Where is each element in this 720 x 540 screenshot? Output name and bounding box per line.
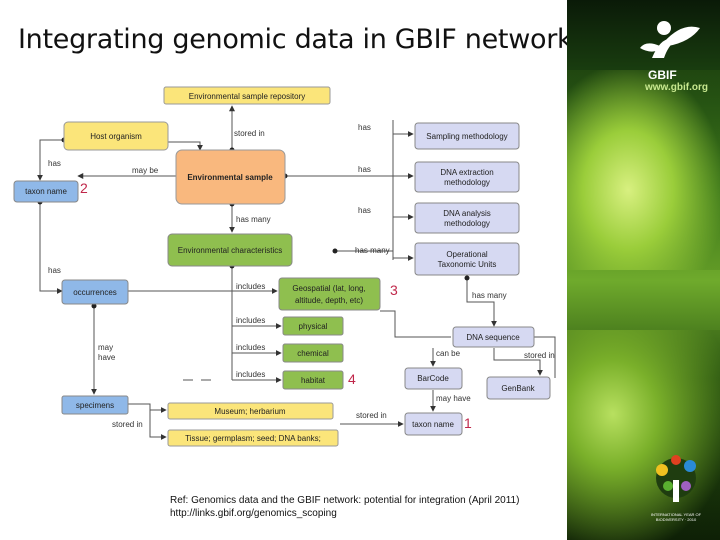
slide-title: Integrating genomic data in GBIF network xyxy=(18,24,573,55)
hourglass-photo xyxy=(567,0,720,540)
marker-2: 2 xyxy=(80,180,88,196)
iyb-logo-text: INTERNATIONAL YEAR OF BIODIVERSITY · 201… xyxy=(650,512,702,522)
node-env-repo xyxy=(163,86,331,105)
label-museum: Museum; herbarium xyxy=(214,407,285,416)
label-tissue: Tissue; germplasm; seed; DNA banks; xyxy=(185,434,321,443)
label-dna-sequence: DNA sequence xyxy=(466,333,520,342)
gbif-logo-name: GBIF xyxy=(648,68,677,82)
hourglass-upper-glow xyxy=(567,70,720,270)
edge-label-stored-in-spec: stored in xyxy=(112,420,143,429)
label-taxon-name-1: taxon name xyxy=(25,187,67,196)
marker-4: 4 xyxy=(348,371,356,387)
node-env-sample xyxy=(175,149,286,205)
label-env-characteristics: Environmental characteristics xyxy=(178,246,282,255)
label-habitat: habitat xyxy=(301,376,326,385)
node-host-organism xyxy=(63,121,169,151)
node-dna-extraction xyxy=(414,161,520,193)
node-sampling-methodology xyxy=(414,122,520,150)
label-barcode: BarCode xyxy=(417,374,449,383)
edge-label-has-3: has xyxy=(358,206,371,215)
node-dna-analysis xyxy=(414,202,520,234)
edge-label-has-left: has xyxy=(48,159,61,168)
diagram-nodes xyxy=(13,86,551,447)
label-dna-analysis-2: methodology xyxy=(444,219,490,228)
edge-label-stored-in: stored in xyxy=(234,129,265,138)
node-taxon-name-2 xyxy=(404,412,463,436)
label-sampling: Sampling methodology xyxy=(426,132,507,141)
node-dna-sequence xyxy=(452,326,535,348)
edge-label-includes-3: includes xyxy=(236,343,265,352)
edge-label-stored-in-tissue: stored in xyxy=(356,411,387,420)
node-taxon-name-1 xyxy=(13,180,79,203)
label-taxon-name-2: taxon name xyxy=(412,420,454,429)
reference-link[interactable]: http://links.gbif.org/genomics_scoping xyxy=(170,508,337,519)
label-chemical: chemical xyxy=(297,349,329,358)
label-env-repo: Environmental sample repository xyxy=(189,92,306,101)
label-dna-extraction-2: methodology xyxy=(444,178,490,187)
marker-3: 3 xyxy=(390,282,398,298)
edge-label-has-many-env: has many xyxy=(236,215,271,224)
label-occurrences: occurrences xyxy=(73,288,117,297)
edge-label-has-2: has xyxy=(358,165,371,174)
label-env-sample: Environmental sample xyxy=(187,173,273,182)
label-dna-analysis-1: DNA analysis xyxy=(443,209,491,218)
label-dna-extraction-1: DNA extraction xyxy=(440,168,493,177)
label-otu-2: Taxonomic Units xyxy=(438,260,497,269)
data-model-diagram: Environmental sample repository Host org… xyxy=(13,86,556,447)
label-otu-1: Operational xyxy=(446,250,488,259)
node-physical xyxy=(282,316,344,336)
iyb-tree-logo-icon xyxy=(656,455,696,502)
node-occurrences xyxy=(61,279,129,305)
label-geospatial-2: altitude, depth, etc) xyxy=(295,296,363,305)
node-tissue xyxy=(167,429,339,447)
node-museum xyxy=(167,402,334,420)
edge-label-includes-2: includes xyxy=(236,316,265,325)
label-specimens: specimens xyxy=(76,401,114,410)
edge-label-has-1: has xyxy=(358,123,371,132)
label-host-organism: Host organism xyxy=(90,132,142,141)
gbif-logo-icon xyxy=(640,21,700,58)
edge-label-have: have xyxy=(98,353,116,362)
reference-note: Ref: Genomics data and the GBIF network:… xyxy=(170,494,519,520)
edge-label-has-left-2: has xyxy=(48,266,61,275)
node-specimens xyxy=(61,395,129,415)
edge-label-may-be: may be xyxy=(132,166,159,175)
gbif-logo-url[interactable]: www.gbif.org xyxy=(645,82,708,93)
label-geospatial-1: Geospatial (lat, long, xyxy=(292,284,365,293)
edge-label-can-be: can be xyxy=(436,349,461,358)
node-otu xyxy=(414,242,520,276)
edge-label-includes-1: includes xyxy=(236,282,265,291)
node-geospatial xyxy=(278,277,381,311)
hourglass-lower-glow xyxy=(567,330,720,540)
node-env-characteristics xyxy=(167,233,293,267)
label-genbank: GenBank xyxy=(501,384,535,393)
reference-line-1: Ref: Genomics data and the GBIF network:… xyxy=(170,495,520,506)
edge-label-includes-4: includes xyxy=(236,370,265,379)
node-barcode xyxy=(404,367,463,390)
label-physical: physical xyxy=(299,322,328,331)
node-chemical xyxy=(282,343,344,363)
edge-label-has-many-dna: has many xyxy=(472,291,507,300)
edge-label-may: may xyxy=(98,343,113,352)
marker-1: 1 xyxy=(464,415,472,431)
edge-label-may-have-bar: may have xyxy=(436,394,471,403)
node-habitat xyxy=(282,370,344,390)
edge-label-stored-in-dna: stored in xyxy=(524,351,555,360)
edge-label-has-many-otu: has many xyxy=(355,246,390,255)
node-genbank xyxy=(486,376,551,400)
